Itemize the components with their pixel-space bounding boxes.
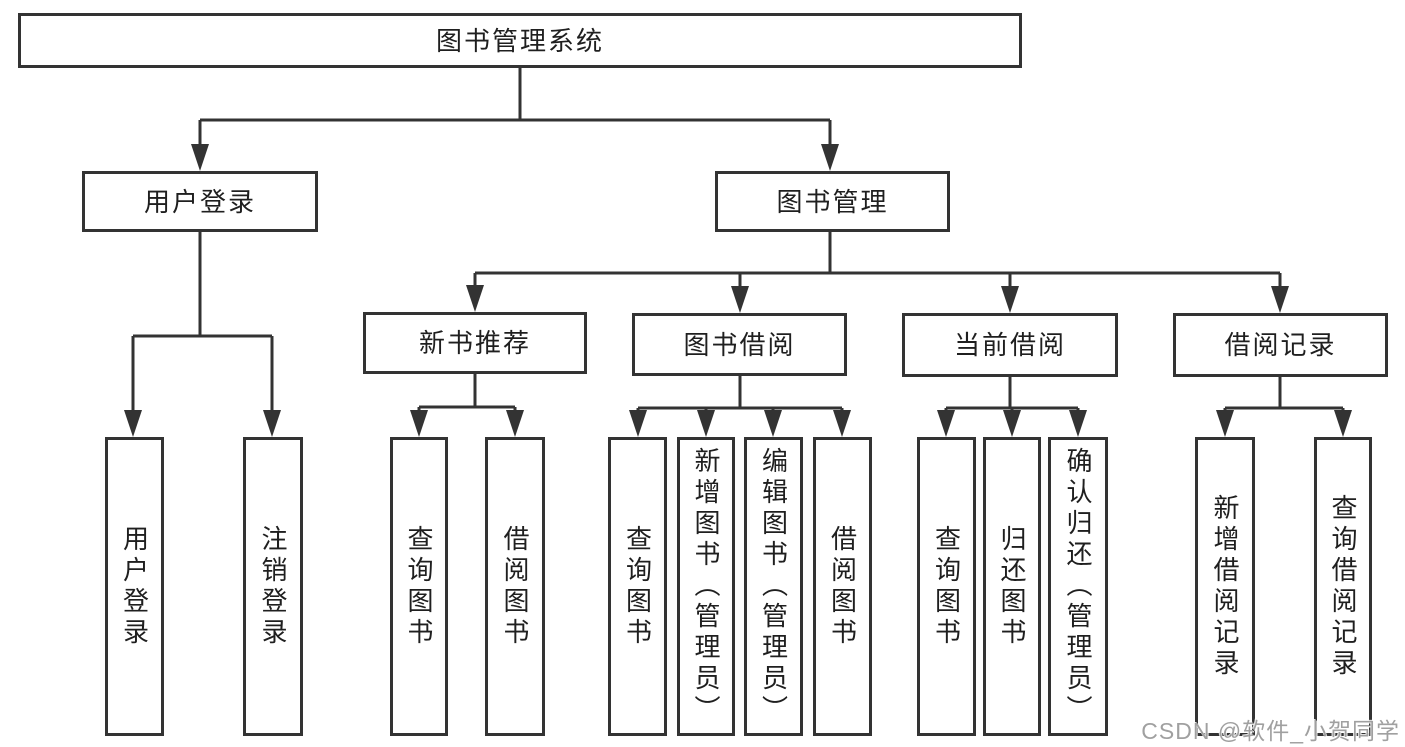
node-label: 当前借阅 — [953, 330, 1066, 360]
arrowheads — [124, 144, 1352, 437]
node-label: 新增借阅记录 — [1210, 493, 1240, 680]
connector-current-borrow-branch — [944, 377, 1080, 413]
node-new-book-recommendation: 新书推荐 — [363, 312, 587, 374]
node-label: 借阅记录 — [1224, 330, 1337, 360]
node-logout: 注销登录 — [243, 437, 303, 736]
node-borrow-books: 借阅图书 — [813, 437, 872, 736]
connector-user-login-branch — [131, 232, 274, 412]
node-label: 图书管理 — [776, 186, 889, 217]
node-library-management-system: 图书管理系统 — [18, 13, 1022, 68]
connector-borrow-record-branch — [1223, 377, 1345, 413]
node-label: 归还图书 — [997, 524, 1027, 649]
connector-book-mgmt-branch — [473, 232, 1282, 288]
node-query-books-recommend: 查询图书 — [390, 437, 448, 736]
node-label: 新书推荐 — [418, 328, 531, 358]
node-label: 图书借阅 — [683, 329, 796, 360]
node-add-book-admin: 新增图书（管理员） — [677, 437, 735, 736]
arrow-down-icon — [466, 285, 484, 312]
node-book-management: 图书管理 — [715, 171, 950, 232]
connector-root-branch — [198, 68, 832, 146]
arrow-down-icon — [821, 144, 839, 171]
connector-book-borrow-branch — [636, 376, 844, 413]
node-borrow-books-recommend: 借阅图书 — [485, 437, 545, 736]
node-label: 新增图书（管理员） — [691, 447, 721, 726]
arrow-down-icon — [1334, 410, 1352, 437]
node-user-login-leaf: 用户登录 — [105, 437, 164, 736]
node-borrowing-records: 借阅记录 — [1173, 313, 1388, 377]
arrow-down-icon — [833, 410, 851, 437]
arrow-down-icon — [697, 410, 715, 437]
node-user-login: 用户登录 — [82, 171, 318, 232]
arrow-down-icon — [263, 410, 281, 437]
node-label: 用户登录 — [119, 524, 150, 649]
arrow-down-icon — [1216, 410, 1234, 437]
node-edit-book-admin: 编辑图书（管理员） — [744, 437, 803, 736]
node-label: 借阅图书 — [827, 524, 858, 649]
arrow-down-icon — [124, 410, 142, 437]
node-label: 查询图书 — [931, 524, 962, 649]
node-label: 编辑图书（管理员） — [758, 447, 789, 726]
node-query-books-borrow: 查询图书 — [608, 437, 667, 736]
arrow-down-icon — [506, 410, 524, 437]
node-current-borrowing: 当前借阅 — [902, 313, 1118, 377]
node-return-books: 归还图书 — [983, 437, 1041, 736]
node-label: 查询图书 — [622, 524, 653, 649]
arrow-down-icon — [1001, 286, 1019, 313]
arrow-down-icon — [937, 410, 955, 437]
node-label: 查询借阅记录 — [1328, 493, 1358, 680]
connector-new-book-branch — [417, 374, 517, 413]
node-label: 图书管理系统 — [435, 25, 604, 56]
node-label: 注销登录 — [258, 524, 288, 649]
arrow-down-icon — [1271, 286, 1289, 313]
node-label: 查询图书 — [404, 524, 434, 649]
node-confirm-return-admin: 确认归还（管理员） — [1048, 437, 1108, 736]
node-query-borrow-record: 查询借阅记录 — [1314, 437, 1372, 736]
arrow-down-icon — [731, 286, 749, 313]
node-label: 用户登录 — [143, 186, 256, 217]
node-add-borrow-record: 新增借阅记录 — [1195, 437, 1255, 736]
arrow-down-icon — [629, 410, 647, 437]
arrow-down-icon — [1069, 410, 1087, 437]
arrow-down-icon — [191, 144, 209, 171]
node-book-borrowing: 图书借阅 — [632, 313, 847, 376]
arrow-down-icon — [764, 410, 782, 437]
node-label: 借阅图书 — [500, 524, 530, 649]
arrow-down-icon — [1003, 410, 1021, 437]
csdn-watermark: CSDN @软件_小贺同学 — [1141, 718, 1400, 744]
node-query-books-current: 查询图书 — [917, 437, 976, 736]
arrow-down-icon — [410, 410, 428, 437]
node-label: 确认归还（管理员） — [1063, 447, 1093, 726]
